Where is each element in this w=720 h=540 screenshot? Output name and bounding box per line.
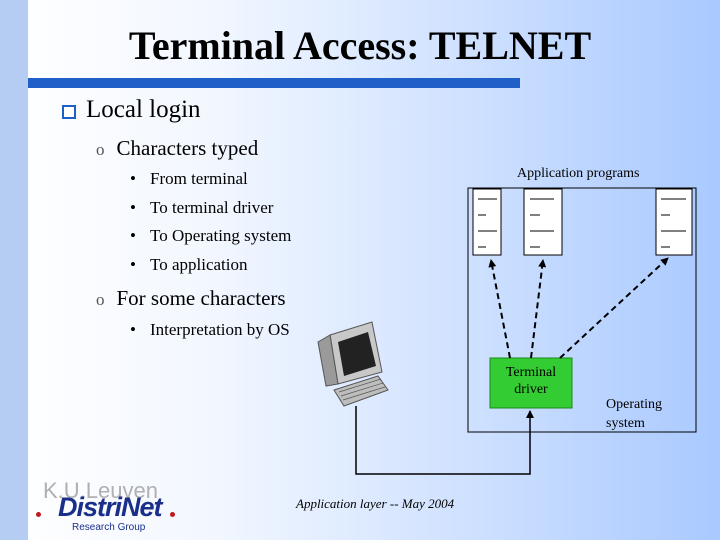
- dot-bullet-icon: •: [130, 255, 136, 274]
- terminal-driver-label: Terminal driver: [491, 364, 571, 398]
- left-accent-bar: [0, 0, 28, 540]
- dot-bullet-icon: •: [130, 169, 136, 188]
- bullet-some-characters: o For some characters: [96, 286, 286, 311]
- bullet-text: Local login: [86, 96, 201, 123]
- terminal-driver-line2: driver: [514, 382, 548, 397]
- title-underline: [28, 78, 520, 88]
- app-programs-label: Application programs: [517, 166, 640, 181]
- terminal-to-driver-line: [355, 406, 534, 475]
- terminal-driver-line1: Terminal: [505, 365, 557, 380]
- bullet-text: Characters typed: [116, 136, 259, 160]
- bullet-characters-typed: o Characters typed: [96, 136, 258, 161]
- app-program-box-2: [523, 188, 563, 256]
- bullet-from-terminal: • From terminal: [130, 169, 248, 189]
- dot-bullet-icon: •: [130, 320, 136, 339]
- operating-system-box: [467, 187, 697, 433]
- circle-bullet-icon: o: [96, 140, 105, 159]
- terminal-computer-icon: [317, 321, 389, 407]
- research-group-label: Research Group: [72, 522, 146, 533]
- arrow-to-app-3: [559, 257, 669, 359]
- os-label-line2: system: [606, 416, 645, 431]
- logo-red-dot-right: [170, 512, 175, 517]
- slide-title: Terminal Access: TELNET: [128, 23, 592, 68]
- square-bullet-icon: [62, 105, 76, 119]
- bullet-text: From terminal: [150, 169, 248, 188]
- bullet-local-login: Local login: [62, 96, 201, 124]
- distrinet-wordmark: DistriNet: [58, 492, 163, 522]
- arrow-to-app-1: [488, 259, 511, 359]
- app-program-box-3: [655, 188, 693, 256]
- os-label-line1: Operating: [606, 397, 662, 412]
- footer-text: Application layer -- May 2004: [296, 496, 455, 511]
- bullet-text: To terminal driver: [150, 198, 274, 217]
- dot-bullet-icon: •: [130, 226, 136, 245]
- os-label: Operating system: [606, 395, 662, 433]
- app-program-box-1: [472, 188, 502, 256]
- bullet-text: For some characters: [116, 286, 286, 310]
- logo-red-dot-left: [36, 512, 41, 517]
- bullet-to-application: • To application: [130, 255, 247, 275]
- bullet-text: Interpretation by OS: [150, 320, 290, 339]
- bullet-text: To application: [150, 255, 248, 274]
- dot-bullet-icon: •: [130, 198, 136, 217]
- bullet-to-os: • To Operating system: [130, 226, 291, 246]
- terminal-driver-box: [489, 357, 573, 409]
- bullet-to-terminal-driver: • To terminal driver: [130, 198, 273, 218]
- kuleuven-wordmark: K.U.Leuven: [43, 478, 158, 503]
- circle-bullet-icon: o: [96, 290, 105, 309]
- bullet-interpretation: • Interpretation by OS: [130, 320, 290, 340]
- arrow-to-app-2: [530, 259, 547, 359]
- distrinet-logo: K.U.Leuven DistriNet Research Group: [28, 478, 180, 538]
- bullet-text: To Operating system: [150, 226, 292, 245]
